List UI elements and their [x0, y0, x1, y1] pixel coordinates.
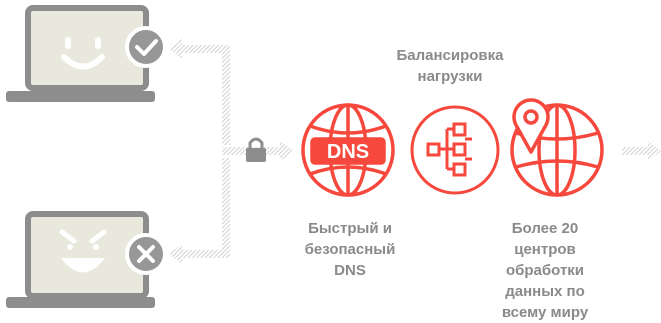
- padlock-icon: [246, 137, 266, 162]
- arrow-to-origin: [622, 141, 661, 161]
- globe-dns-icon: [301, 103, 395, 197]
- globe-pin-icon: [510, 98, 604, 197]
- x-badge-icon: [125, 233, 167, 275]
- arrow-to-bad-user: [169, 158, 230, 264]
- smiling-face-icon: [61, 37, 105, 70]
- hierarchy-tree-icon: [410, 105, 500, 195]
- load-balancing-label: Балансировка нагрузки: [396, 47, 504, 85]
- checkmark-badge-icon: [125, 26, 167, 68]
- dns-label: DNS: [327, 141, 369, 163]
- fast-secure-dns-label: Быстрый и безопасный DNS: [304, 220, 396, 279]
- arrow-to-good-user: [169, 39, 230, 145]
- data-centers-label: Более 20 центров обработки данных по все…: [501, 220, 589, 321]
- evil-face-icon: [59, 229, 107, 273]
